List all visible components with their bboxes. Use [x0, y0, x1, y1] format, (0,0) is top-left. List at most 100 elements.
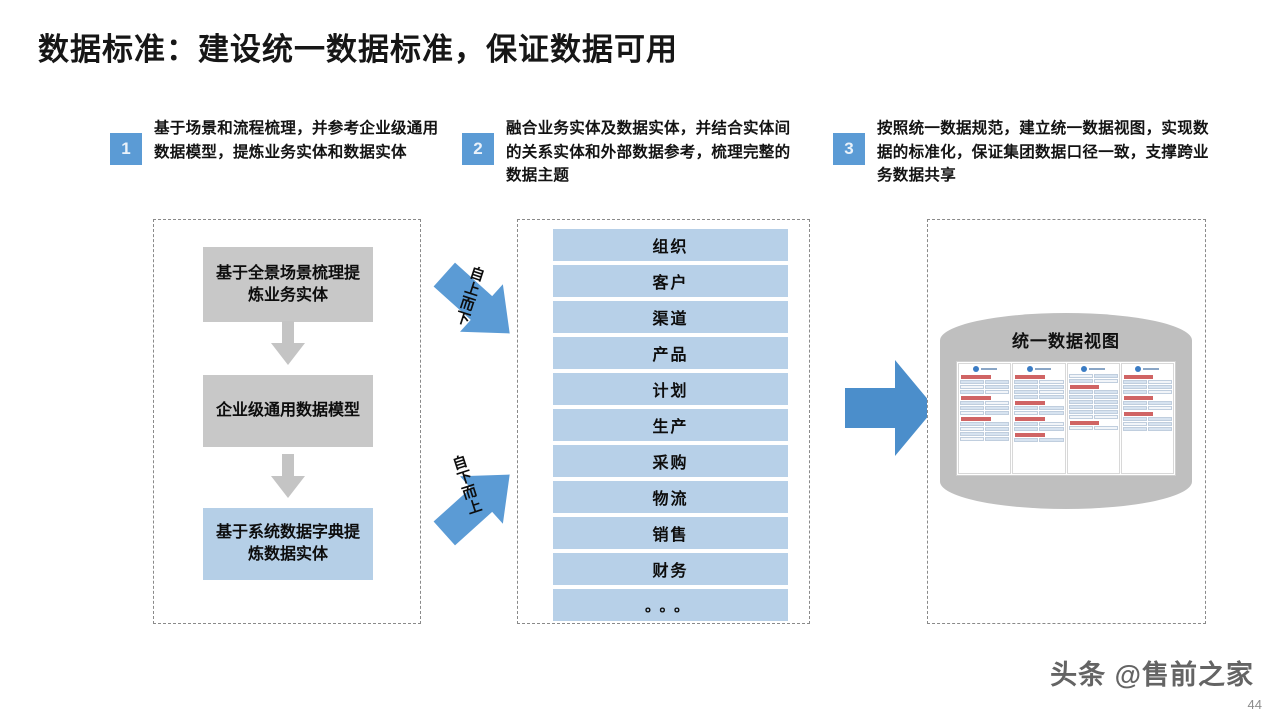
step-badge-2: 2: [462, 133, 494, 165]
thumbnail-cell: [1014, 395, 1039, 399]
thumbnail-column-header: [1069, 365, 1118, 373]
thumbnail-cell: [985, 385, 1010, 389]
thumbnail-section-title: [961, 375, 991, 379]
step-description-3: 按照统一数据规范，建立统一数据视图，实现数据的标准化，保证集团数据口径一致，支撑…: [877, 120, 1209, 185]
list-item: 渠道: [553, 301, 788, 333]
thumbnail-cell: [1068, 390, 1093, 394]
thumbnail-cell: [985, 401, 1010, 405]
thumbnail-header-label: [1034, 368, 1051, 370]
thumbnail-cell: [1068, 410, 1093, 414]
step-header-2: 2 融合业务实体及数据实体，并结合实体间的关系实体和外部数据参考，梳理完整的数据…: [462, 117, 812, 188]
thumbnail-cell: [1122, 401, 1147, 405]
thumbnail-cell: [1147, 380, 1172, 384]
thumbnail-cell: [985, 390, 1010, 394]
thumbnail-cell: [1093, 410, 1118, 414]
thumbnail-cell: [1039, 411, 1064, 415]
thumbnail-cell: [960, 432, 985, 436]
list-item: 销售: [553, 517, 788, 549]
thumbnail-cell: [1014, 380, 1039, 384]
thumbnail-cell: [960, 427, 985, 431]
list-item: 财务: [553, 553, 788, 585]
list-item: 采购: [553, 445, 788, 477]
thumbnail-header-label: [1143, 368, 1160, 370]
flow-box-business-entity: 基于全景场景梳理提炼业务实体: [203, 247, 373, 322]
list-item-ellipsis: 。。。: [553, 589, 788, 621]
thumbnail-column: [1066, 363, 1120, 474]
flow-box-data-entity: 基于系统数据字典提炼数据实体: [203, 508, 373, 580]
thumbnail-cell: [1068, 379, 1093, 383]
thumbnail-cell: [1039, 390, 1064, 394]
thumbnail-section-title: [1123, 396, 1154, 400]
thumbnail-cell: [1068, 400, 1093, 404]
thumbnail-badge-icon: [1135, 366, 1142, 372]
thumbnail-cell: [1068, 395, 1093, 399]
thumbnail-section-title: [961, 396, 991, 400]
page-number: 44: [1247, 697, 1262, 712]
thumbnail-cells: [1068, 426, 1118, 430]
step-badge-3: 3: [833, 133, 865, 165]
thumbnail-cell: [1147, 427, 1172, 431]
thumbnail-cell: [1014, 427, 1039, 431]
thumbnail-cell: [1014, 422, 1039, 426]
thumbnail-cell: [1147, 417, 1172, 421]
thumbnail-header-label: [1089, 368, 1106, 370]
thumbnail-cell: [1093, 374, 1118, 378]
step-description-1: 基于场景和流程梳理，并参考企业级通用数据模型，提炼业务实体和数据实体: [154, 120, 439, 161]
thumbnail-cell: [985, 422, 1010, 426]
flow-box-enterprise-model: 企业级通用数据模型: [203, 375, 373, 447]
thumbnail-section-title: [1123, 412, 1154, 416]
thumbnail-cells: [1122, 417, 1172, 431]
thumbnail-cell: [985, 411, 1010, 415]
right-arrow-icon: [845, 358, 937, 458]
thumbnail-section-title: [1015, 417, 1045, 421]
arrow-top-down: 自上而下: [425, 252, 535, 362]
thumbnail-cells: [1014, 380, 1064, 399]
thumbnail-cell: [985, 427, 1010, 431]
thumbnail-section-title: [1015, 375, 1045, 379]
watermark: 头条 @售前之家: [1050, 660, 1254, 690]
thumbnail-cell: [1068, 426, 1093, 430]
thumbnail-cells: [1014, 438, 1064, 442]
thumbnail-cell: [1014, 385, 1039, 389]
thumbnail-cell: [960, 422, 985, 426]
thumbnail-cell: [985, 380, 1010, 384]
step-badge-1: 1: [110, 133, 142, 165]
thumbnail-cell: [1039, 438, 1064, 442]
thumbnail-column: [1012, 363, 1066, 474]
thumbnail-cell: [1039, 395, 1064, 399]
thumbnail-cells: [960, 380, 1010, 394]
thumbnail-cell: [1093, 395, 1118, 399]
thumbnail-cells: [1122, 380, 1172, 394]
thumbnail-cell: [1122, 406, 1147, 410]
thumbnail-cell: [1039, 380, 1064, 384]
thumbnail-cell: [1122, 422, 1147, 426]
thumbnail-cells: [1122, 401, 1172, 410]
step-header-1: 1 基于场景和流程梳理，并参考企业级通用数据模型，提炼业务实体和数据实体: [110, 117, 450, 165]
step-header-3: 3 按照统一数据规范，建立统一数据视图，实现数据的标准化，保证集团数据口径一致，…: [833, 117, 1233, 188]
thumbnail-cell: [960, 380, 985, 384]
thumbnail-cell: [1039, 422, 1064, 426]
thumbnail-cell: [1122, 417, 1147, 421]
thumbnail-column-header: [960, 365, 1009, 373]
database-cylinder-icon: 统一数据视图: [940, 303, 1192, 519]
thumbnail-cell: [1147, 401, 1172, 405]
thumbnail-section-title: [1069, 421, 1100, 425]
list-item: 计划: [553, 373, 788, 405]
connector-arrow-down-2: [265, 454, 311, 508]
thumbnail-section-title: [1069, 385, 1100, 389]
thumbnail-cell: [1039, 427, 1064, 431]
thumbnail-cell: [1093, 400, 1118, 404]
thumbnail-cell: [1147, 385, 1172, 389]
thumbnail-section-title: [1015, 433, 1045, 437]
thumbnail-cell: [1039, 406, 1064, 410]
thumbnail-cell: [960, 406, 985, 410]
thumbnail-cells: [1068, 390, 1118, 419]
thumbnail-cell: [960, 390, 985, 394]
connector-arrow-down-1: [265, 321, 311, 375]
thumbnail-column-header: [1014, 365, 1063, 373]
thumbnail-cell: [985, 432, 1010, 436]
page-title: 数据标准：建设统一数据标准，保证数据可用: [38, 32, 678, 67]
thumbnail-cell: [1068, 374, 1093, 378]
list-item: 产品: [553, 337, 788, 369]
